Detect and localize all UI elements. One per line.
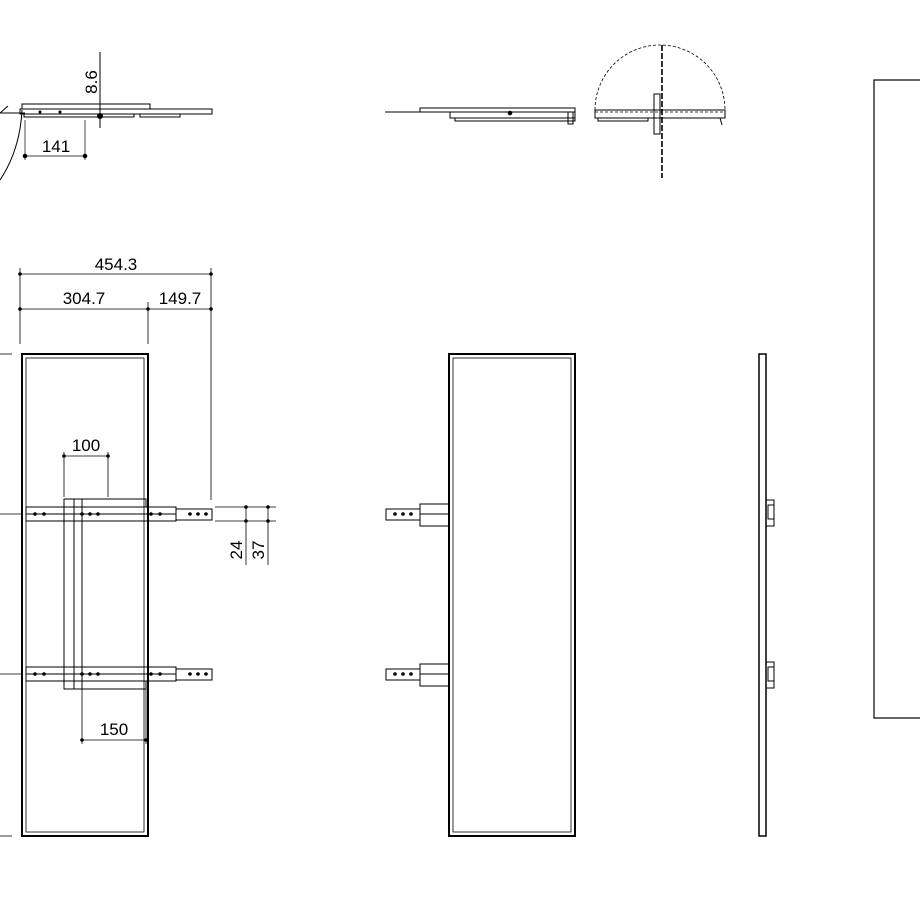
- plan-view-right: [385, 44, 726, 178]
- rear-rail-holes: [393, 512, 413, 676]
- rear-elevation: [385, 353, 576, 837]
- dim-panel-width: 304.7: [63, 289, 106, 308]
- dim-bracket-spacing-bottom: 150: [100, 720, 128, 739]
- dim-rail-height-outer: 37: [249, 541, 268, 560]
- rail-holes: [33, 512, 208, 676]
- dimension-arrows: [18, 272, 270, 742]
- dim-top-offset: 141: [42, 137, 70, 156]
- dimension-lines: [0, 268, 276, 837]
- dim-top-height: 8.6: [82, 70, 101, 94]
- side-elevation: [758, 353, 775, 837]
- dim-rail-height-inner: 24: [227, 541, 246, 560]
- front-elevation: [21, 353, 213, 837]
- side-panel-right: [873, 79, 920, 719]
- plan-view-left: [0, 52, 213, 181]
- dim-slide-extension: 149.7: [159, 289, 202, 308]
- dim-overall-width: 454.3: [95, 255, 138, 274]
- dim-bracket-spacing-top: 100: [72, 436, 100, 455]
